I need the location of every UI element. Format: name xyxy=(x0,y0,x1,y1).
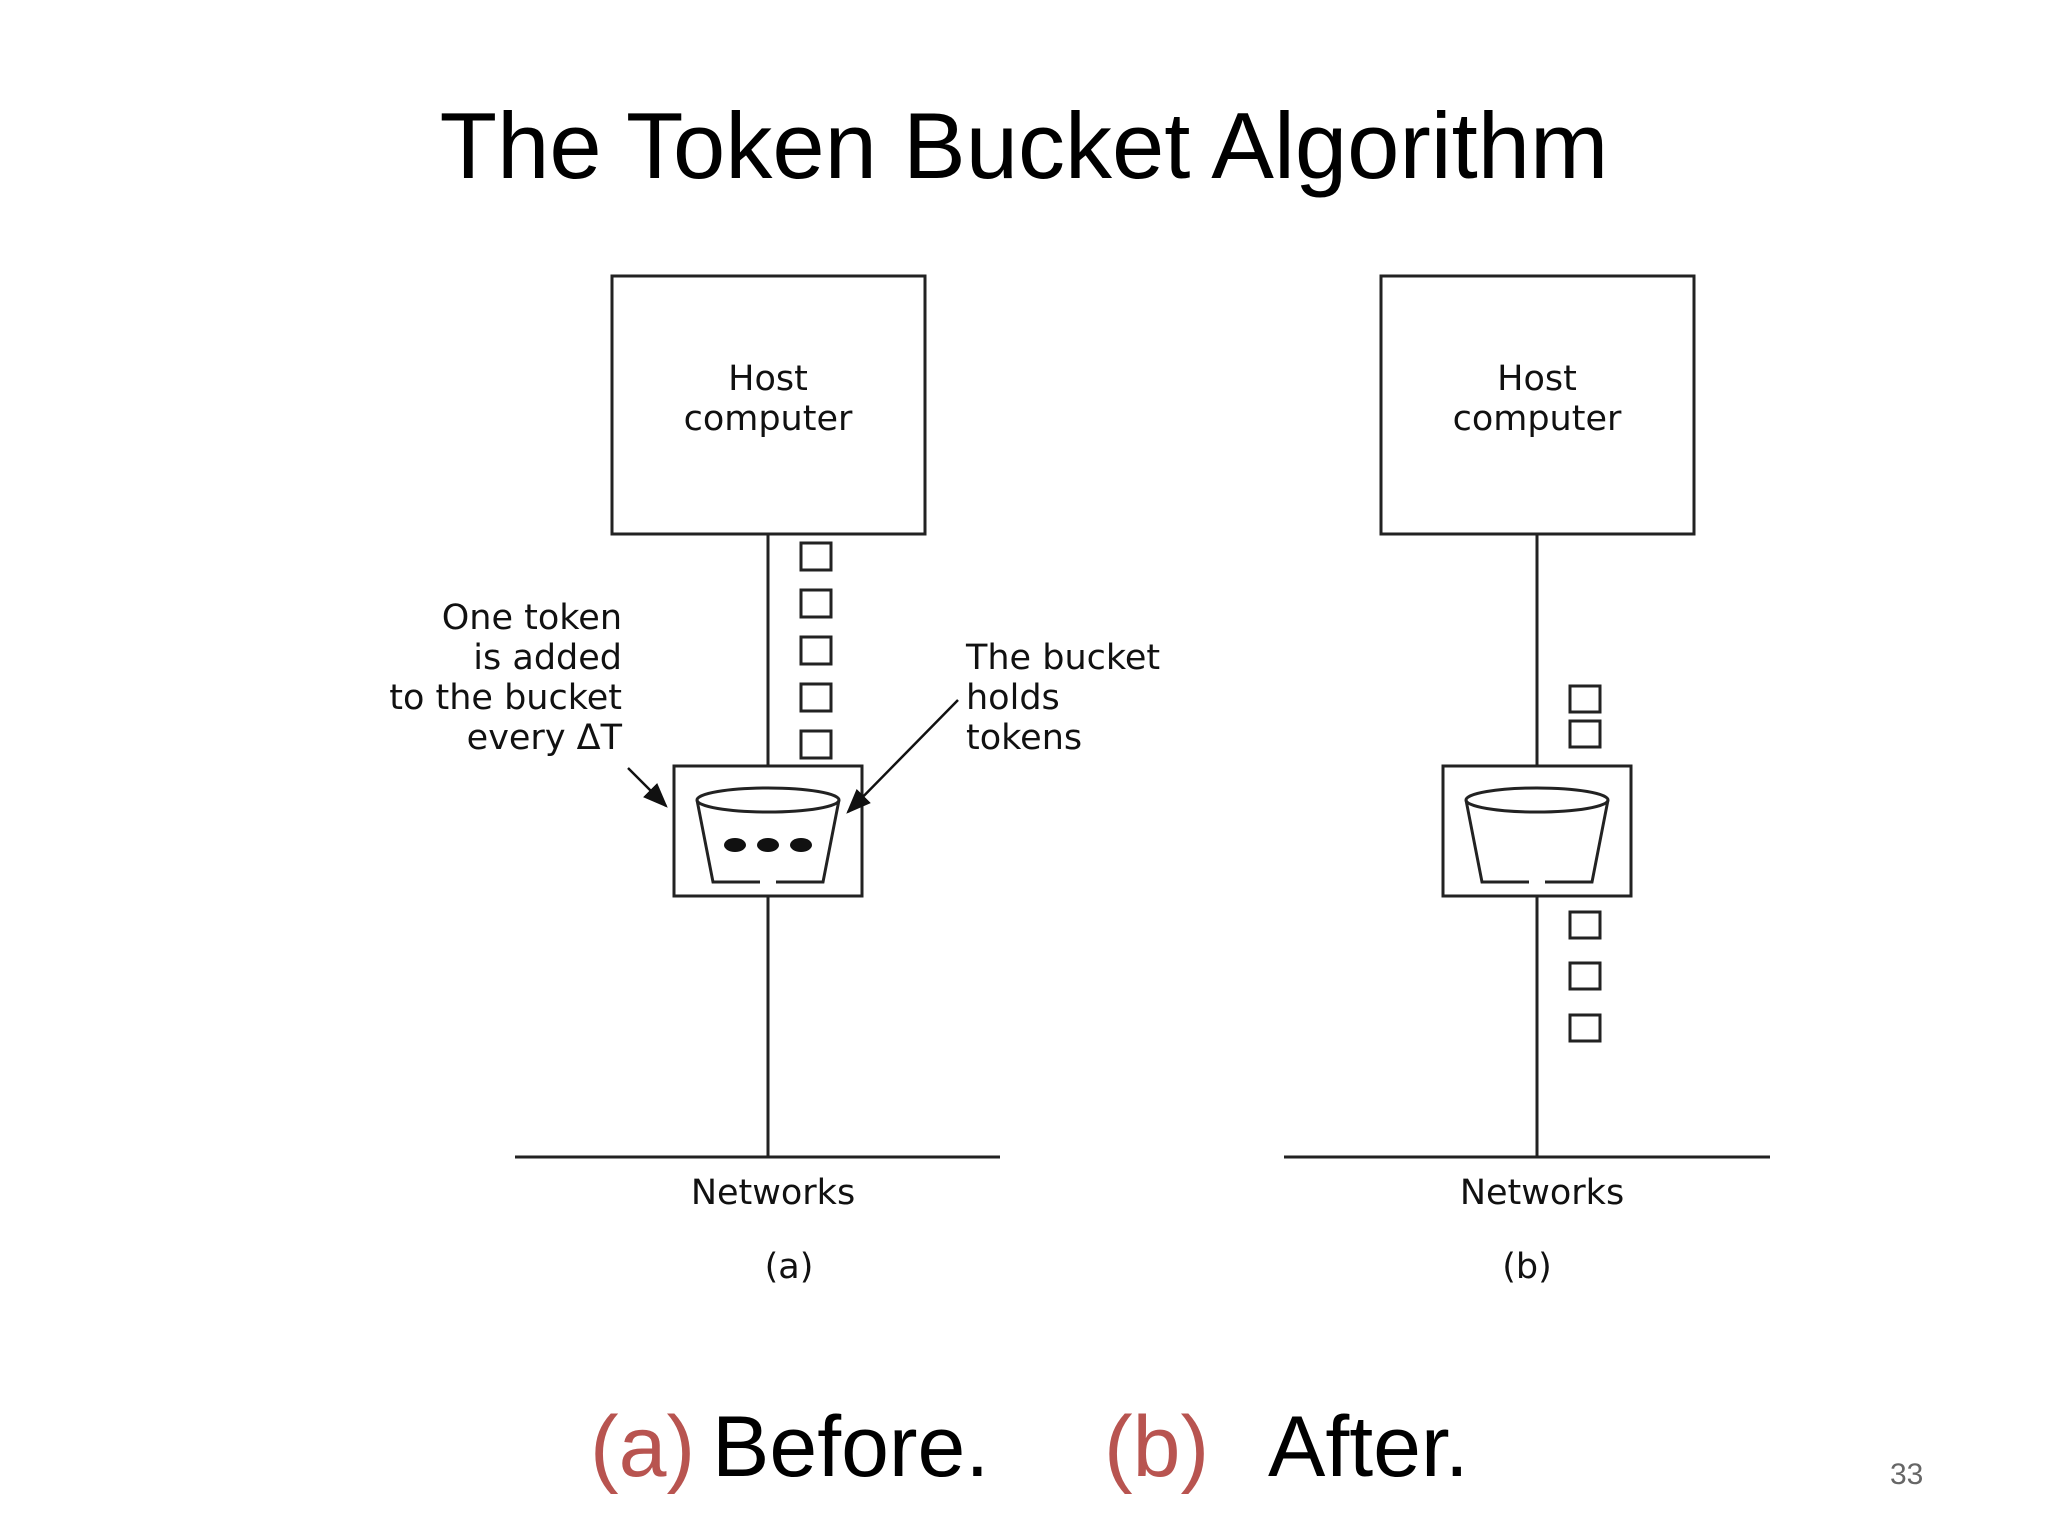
diagram-a: Host computer One token is added to the … xyxy=(389,274,1160,1287)
annotation-line: every ΔT xyxy=(467,718,623,758)
bucket-frame-a xyxy=(672,764,864,898)
annotation-line: to the bucket xyxy=(389,678,622,718)
network-label-b: Networks xyxy=(1460,1173,1624,1213)
packet xyxy=(799,729,833,760)
token xyxy=(724,838,746,852)
packet xyxy=(799,682,833,713)
page-number: 33 xyxy=(1890,1458,1924,1491)
bucket-body-b xyxy=(1464,799,1610,884)
panel-label-b: (b) xyxy=(1502,1247,1552,1287)
packet xyxy=(1568,1013,1602,1043)
packet xyxy=(1568,719,1602,749)
caption-a-text: Before. xyxy=(712,1399,990,1495)
bucket-rim-b xyxy=(1464,786,1610,814)
packet xyxy=(1568,961,1602,991)
arrow-bucket-holds xyxy=(846,699,959,814)
annotation-line: holds xyxy=(966,678,1060,718)
host-label-a-line1: Host xyxy=(728,359,808,399)
host-label-b-line1: Host xyxy=(1497,359,1577,399)
caption: (a) Before. (b) After. xyxy=(0,1398,2048,1498)
host-label-a-line2: computer xyxy=(684,399,853,439)
packet xyxy=(799,541,833,572)
network-label-a: Networks xyxy=(691,1173,855,1213)
bucket-a xyxy=(672,764,864,898)
packet xyxy=(1568,910,1602,940)
annotation-line: is added xyxy=(473,638,622,678)
bucket-frame-b xyxy=(1441,764,1633,898)
token xyxy=(757,838,779,852)
packet xyxy=(1568,684,1602,714)
annotation-line: One token xyxy=(442,598,622,638)
caption-b-marker: (b) xyxy=(1104,1399,1210,1495)
bucket-b xyxy=(1441,764,1633,898)
annotation-line: The bucket xyxy=(965,638,1160,678)
annotation-line: tokens xyxy=(966,718,1082,758)
packet xyxy=(799,635,833,666)
diagram-b: Host computer Networks (b) xyxy=(1284,274,1770,1287)
left-annotation-a: One token is added to the bucket every Δ… xyxy=(389,598,622,758)
panel-label-a: (a) xyxy=(765,1247,814,1287)
host-label-b-line2: computer xyxy=(1453,399,1622,439)
arrow-token-added xyxy=(627,767,668,808)
caption-b-text: After. xyxy=(1268,1399,1469,1495)
bucket-body-a xyxy=(695,799,841,884)
packet-queue-b-below xyxy=(1568,910,1602,1043)
packet-queue-b-above xyxy=(1568,684,1602,749)
slide-title: The Token Bucket Algorithm xyxy=(439,93,1609,198)
token xyxy=(790,838,812,852)
right-annotation-a: The bucket holds tokens xyxy=(965,638,1160,758)
caption-a-marker: (a) xyxy=(590,1399,696,1495)
bucket-rim-a xyxy=(695,786,841,814)
packet xyxy=(799,588,833,619)
packet-queue-a xyxy=(799,541,833,760)
